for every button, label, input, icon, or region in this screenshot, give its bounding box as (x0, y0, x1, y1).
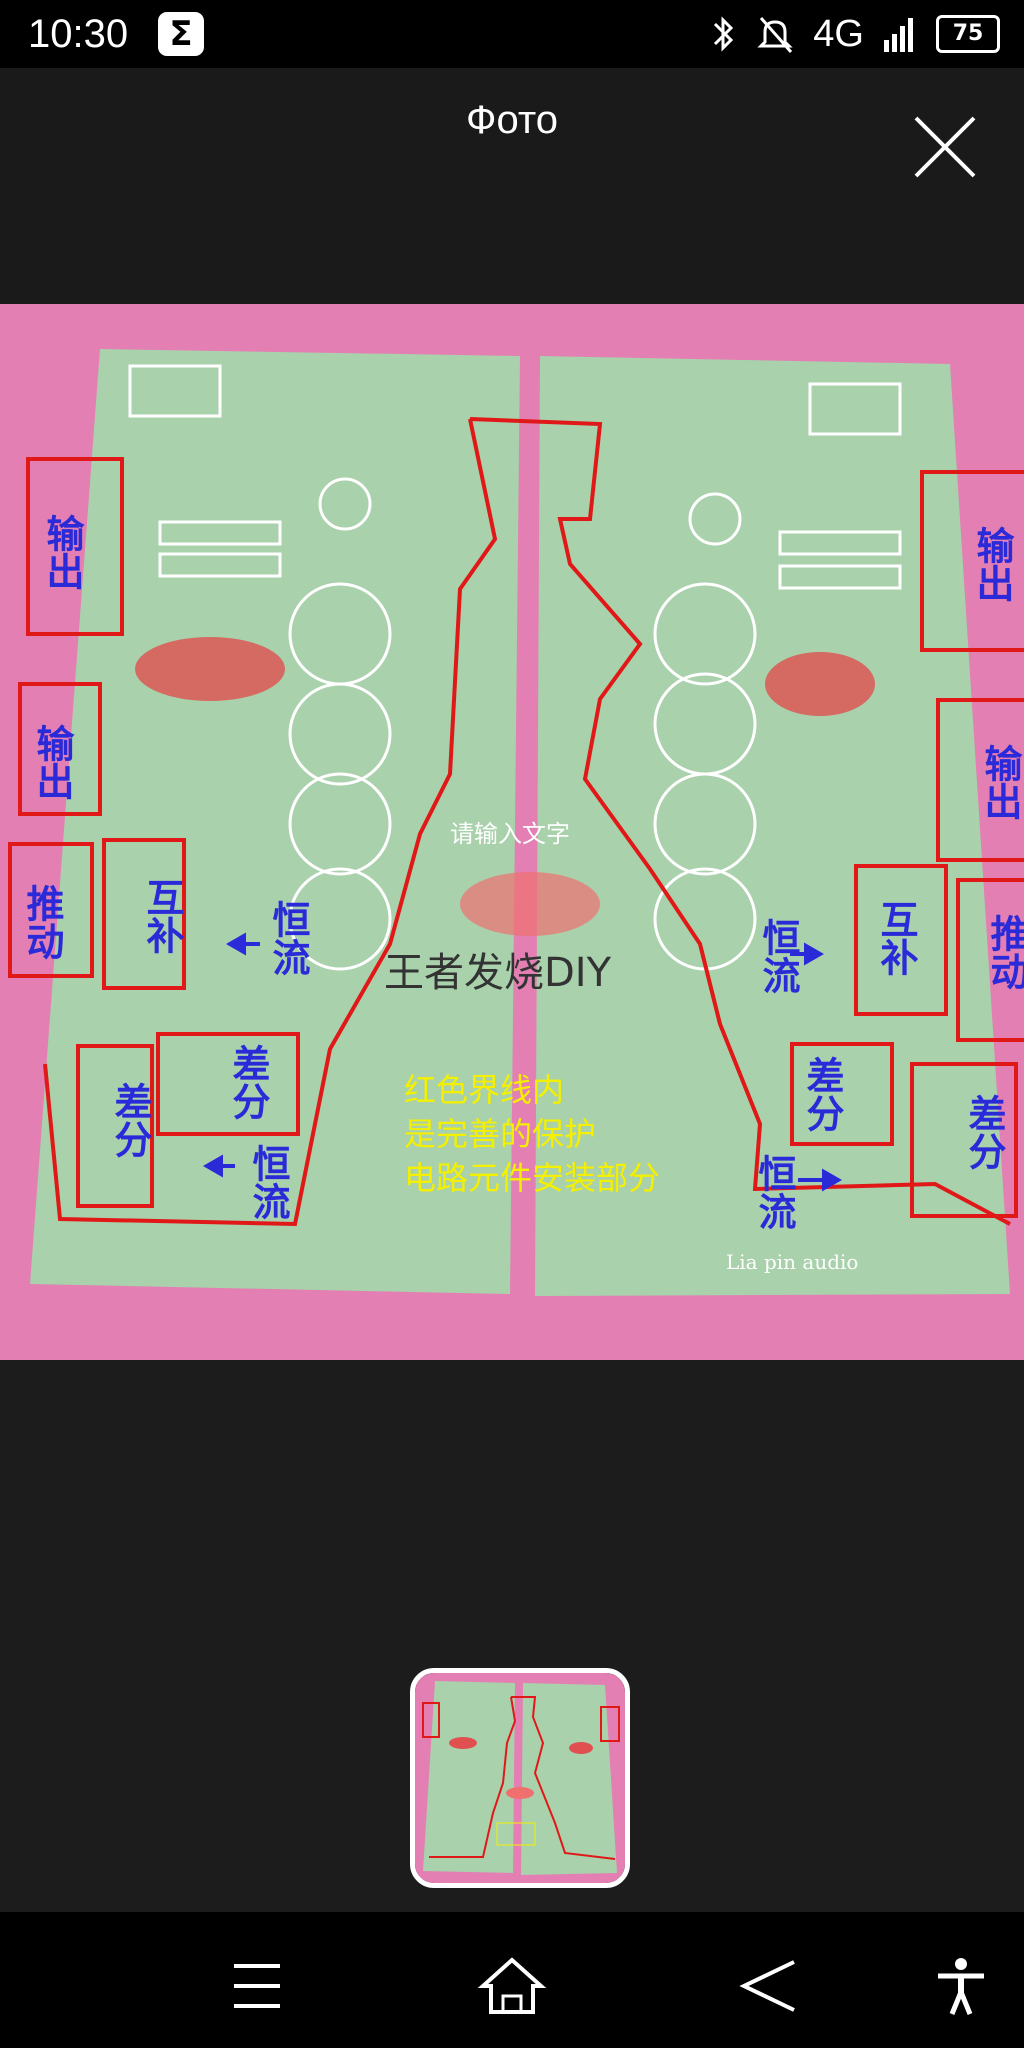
status-time: 10:30 (28, 12, 129, 56)
pcb-image (0, 304, 1024, 1360)
menu-icon (234, 1964, 280, 2008)
home-button[interactable] (477, 1956, 547, 2016)
label-complement-left: 互补 (140, 878, 184, 954)
label-constant-left-2: 恒流 (246, 1144, 290, 1220)
watermark: 王者发烧DIY (384, 950, 612, 996)
signal-icon (884, 18, 913, 52)
label-output-right-1: 输出 (970, 526, 1014, 602)
text-placeholder: 请输入文字 (450, 820, 570, 848)
main-photo[interactable]: 输出 输出 推动 互补 差分 差分 恒流 恒流 输出 输出 推动 互补 差分 差… (0, 304, 1024, 1360)
back-icon (739, 1960, 795, 2012)
navigation-bar (0, 1912, 1024, 2048)
label-diff-left-2: 差分 (226, 1044, 270, 1120)
label-complement-right: 互补 (874, 900, 918, 976)
menu-button[interactable] (222, 1956, 292, 2016)
thumbnail-image (415, 1673, 625, 1883)
label-diff-right-1: 差分 (800, 1056, 844, 1132)
label-drive-right: 推动 (984, 914, 1024, 990)
page-title: Фото (466, 98, 558, 142)
accessibility-button[interactable] (926, 1956, 996, 2016)
mute-icon (757, 17, 793, 53)
battery-icon: 75 (936, 15, 1000, 53)
accessibility-icon (938, 1958, 984, 2015)
label-constant-left-1: 恒流 (266, 900, 310, 976)
home-icon (477, 1957, 547, 2014)
app-notification-icon: Σ (158, 12, 204, 56)
status-bar: 10:30 Σ 4G 75 (0, 0, 1024, 68)
network-type: 4G (813, 12, 864, 55)
label-diff-right-2: 差分 (962, 1094, 1006, 1170)
label-constant-right-1: 恒流 (756, 918, 800, 994)
label-output-right-2: 输出 (978, 744, 1022, 820)
label-constant-right-2: 恒流 (752, 1154, 796, 1230)
battery-level: 75 (952, 21, 984, 46)
photo-thumbnail[interactable] (410, 1668, 630, 1888)
label-drive-left: 推动 (20, 884, 64, 960)
note-line-1: 红色界线内 (404, 1071, 565, 1109)
note-line-2: 是完善的保护 (404, 1115, 597, 1153)
bluetooth-icon (714, 16, 734, 52)
note-line-3: 电路元件安装部分 (404, 1159, 661, 1197)
status-icons: 4G 75 (711, 10, 1000, 58)
label-output-left-1: 输出 (40, 514, 84, 590)
label-output-left-2: 输出 (30, 724, 74, 800)
app-bar (0, 68, 1024, 304)
back-button[interactable] (734, 1956, 804, 2016)
close-button[interactable] (910, 112, 980, 182)
label-diff-left-1: 差分 (108, 1082, 152, 1158)
board-text: Lia pin audio (726, 1250, 859, 1274)
close-icon (914, 116, 976, 178)
